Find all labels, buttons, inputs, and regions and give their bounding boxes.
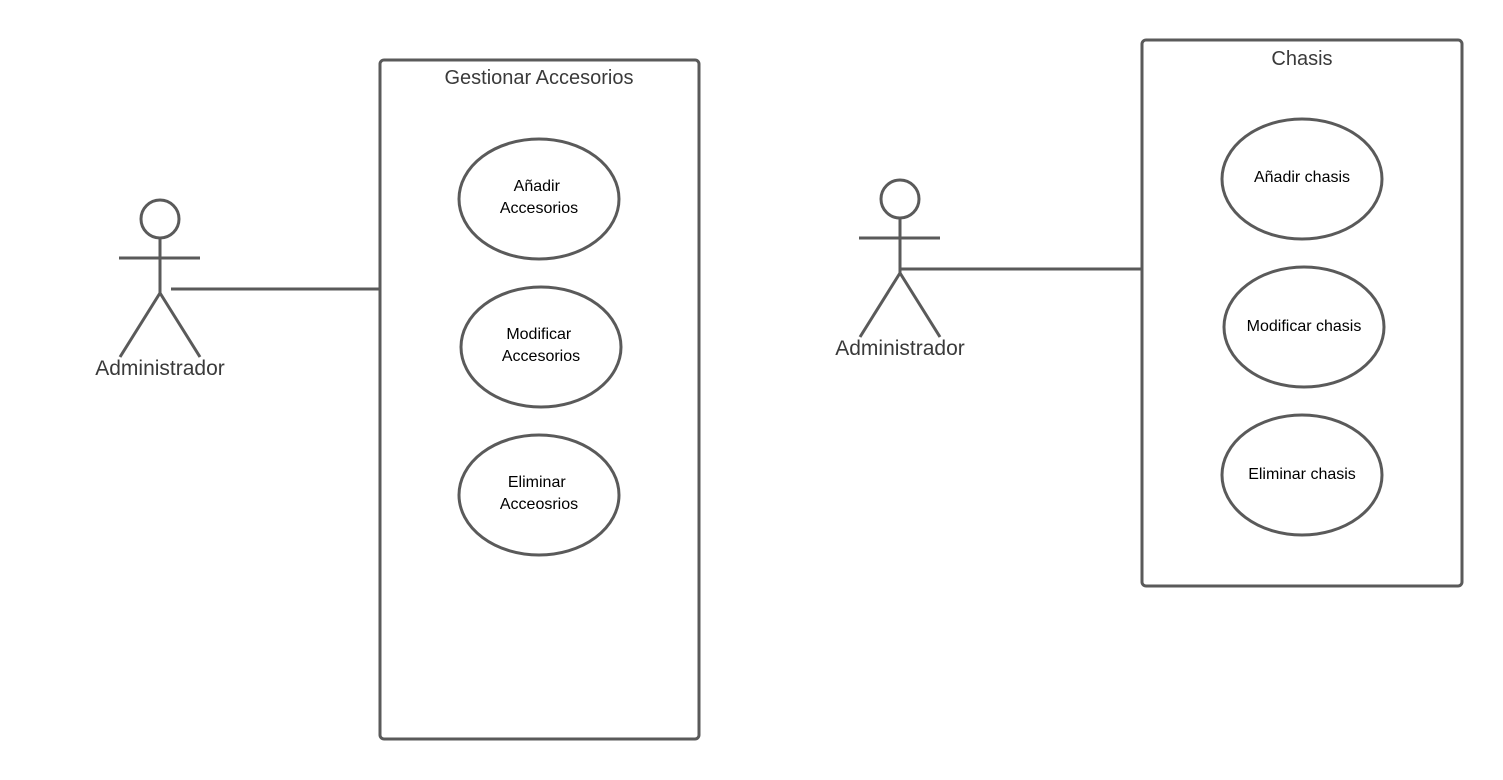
use-case-modificar-chasis[interactable]: Modificar chasis [1222, 265, 1386, 389]
actor-right-leg [158, 292, 202, 358]
actor-label: Administrador [835, 337, 965, 360]
use-case-ellipse [1220, 413, 1384, 537]
use-case-label: Modificar chasis [1247, 318, 1362, 335]
use-case-label: Eliminar chasis [1248, 466, 1356, 483]
system-title: Chasis [1271, 48, 1332, 70]
use-case-ellipse [457, 137, 621, 261]
use-case-eliminar-chasis[interactable]: Eliminar chasis [1220, 413, 1384, 537]
system-title: Gestionar Accesorios [445, 67, 634, 89]
actor-label: Administrador [95, 357, 225, 380]
actor-administrador-1[interactable]: Administrador [95, 198, 225, 380]
use-case-modificar-accesorios[interactable]: Modificar Accesorios [459, 285, 623, 409]
use-case-label: Eliminar Acceosrios [500, 474, 578, 513]
actor-head [879, 178, 921, 220]
use-case-anadir-chasis[interactable]: Añadir chasis [1220, 117, 1384, 241]
actor-right-leg [898, 272, 942, 338]
diagram-chasis: Administrador Chasis Añadir chasis Modif… [835, 38, 1464, 588]
use-case-eliminar-acceosrios[interactable]: Eliminar Acceosrios [457, 433, 621, 557]
use-case-ellipse [457, 433, 621, 557]
actor-administrador-2[interactable]: Administrador [835, 178, 965, 360]
use-case-ellipse [1222, 265, 1386, 389]
actor-left-leg [858, 272, 902, 338]
use-case-ellipse [459, 285, 623, 409]
use-case-ellipse [1220, 117, 1384, 241]
actor-left-leg [118, 292, 162, 358]
diagram-gestionar-accesorios: Administrador Gestionar Accesorios Añadi… [95, 58, 701, 741]
use-case-label: Modificar Accesorios [502, 326, 580, 365]
use-case-anadir-accesorios[interactable]: Añadir Accesorios [457, 137, 621, 261]
use-case-label: Añadir chasis [1254, 169, 1350, 186]
use-case-label: Añadir Accesorios [500, 178, 578, 217]
actor-head [139, 198, 181, 240]
